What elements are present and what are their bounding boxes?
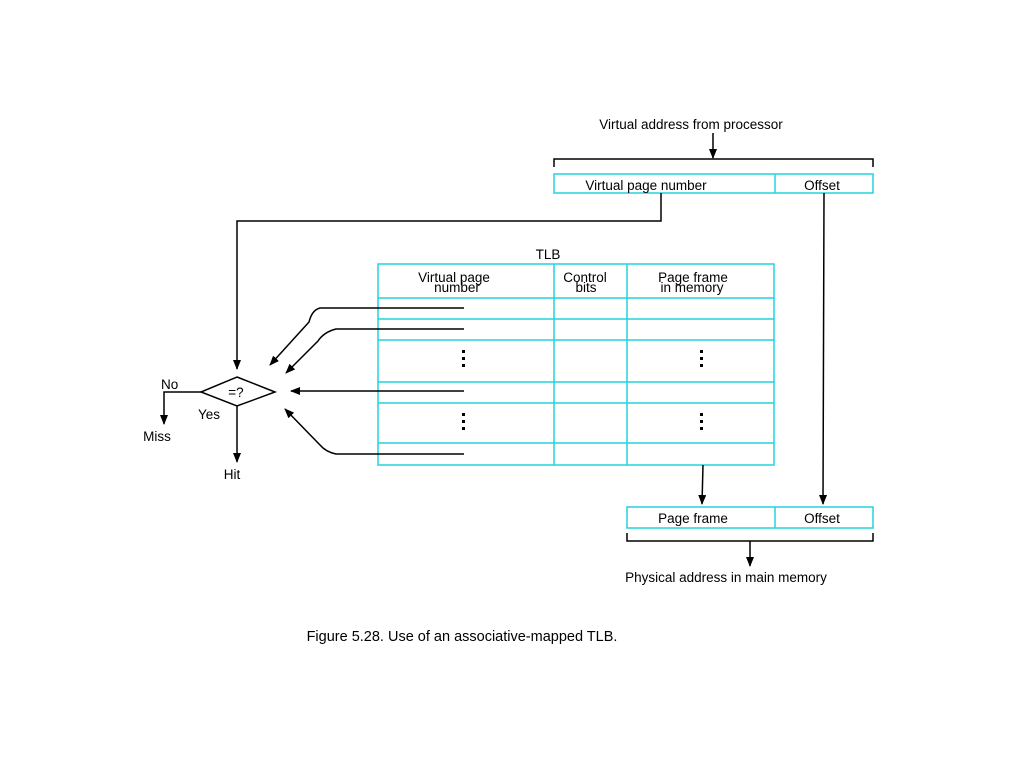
tlb-header-frame: Page frame bbox=[658, 270, 728, 285]
tlb-header-control-2: bits bbox=[575, 280, 596, 295]
yes-label: Yes bbox=[198, 407, 220, 422]
virtual-address-register bbox=[553, 173, 874, 194]
physical-address-bracket bbox=[626, 533, 874, 542]
entry-line-4 bbox=[284, 408, 464, 455]
miss-arrow bbox=[160, 391, 201, 425]
no-label: No bbox=[161, 377, 178, 392]
physical-address-register bbox=[626, 506, 874, 529]
virtual-address-bracket bbox=[553, 158, 874, 167]
tlb-row-dividers bbox=[378, 297, 774, 444]
offset-to-physical-arrow bbox=[819, 192, 828, 505]
entry-line-2 bbox=[285, 328, 464, 374]
physical-offset-field: Offset bbox=[804, 511, 840, 526]
ellipsis-icon bbox=[462, 350, 703, 430]
vpn-to-comparator-line bbox=[233, 193, 662, 370]
entry-line-1 bbox=[269, 307, 464, 366]
hit-label: Hit bbox=[224, 467, 241, 482]
miss-label: Miss bbox=[143, 429, 171, 444]
tlb-header-frame-2: in memory bbox=[660, 280, 723, 295]
tlb-title: TLB bbox=[536, 247, 561, 262]
virtual-offset-field: Offset bbox=[804, 178, 840, 193]
tlb-column-dividers bbox=[553, 264, 628, 465]
virtual-address-label: Virtual address from processor bbox=[599, 117, 783, 132]
comparator-symbol: =? bbox=[228, 385, 243, 400]
physical-address-label: Physical address in main memory bbox=[625, 570, 827, 585]
frame-to-physical-arrow bbox=[698, 464, 707, 505]
tlb-header-control: Control bbox=[563, 270, 607, 285]
physical-page-frame-field: Page frame bbox=[658, 511, 728, 526]
tlb-table bbox=[377, 263, 775, 466]
tlb-header-virtual-page-2: number bbox=[434, 280, 480, 295]
figure-caption: Figure 5.28. Use of an associative-mappe… bbox=[307, 629, 618, 645]
virtual-page-number-field: Virtual page number bbox=[585, 178, 707, 193]
tlb-header-virtual-page: Virtual page bbox=[418, 270, 490, 285]
